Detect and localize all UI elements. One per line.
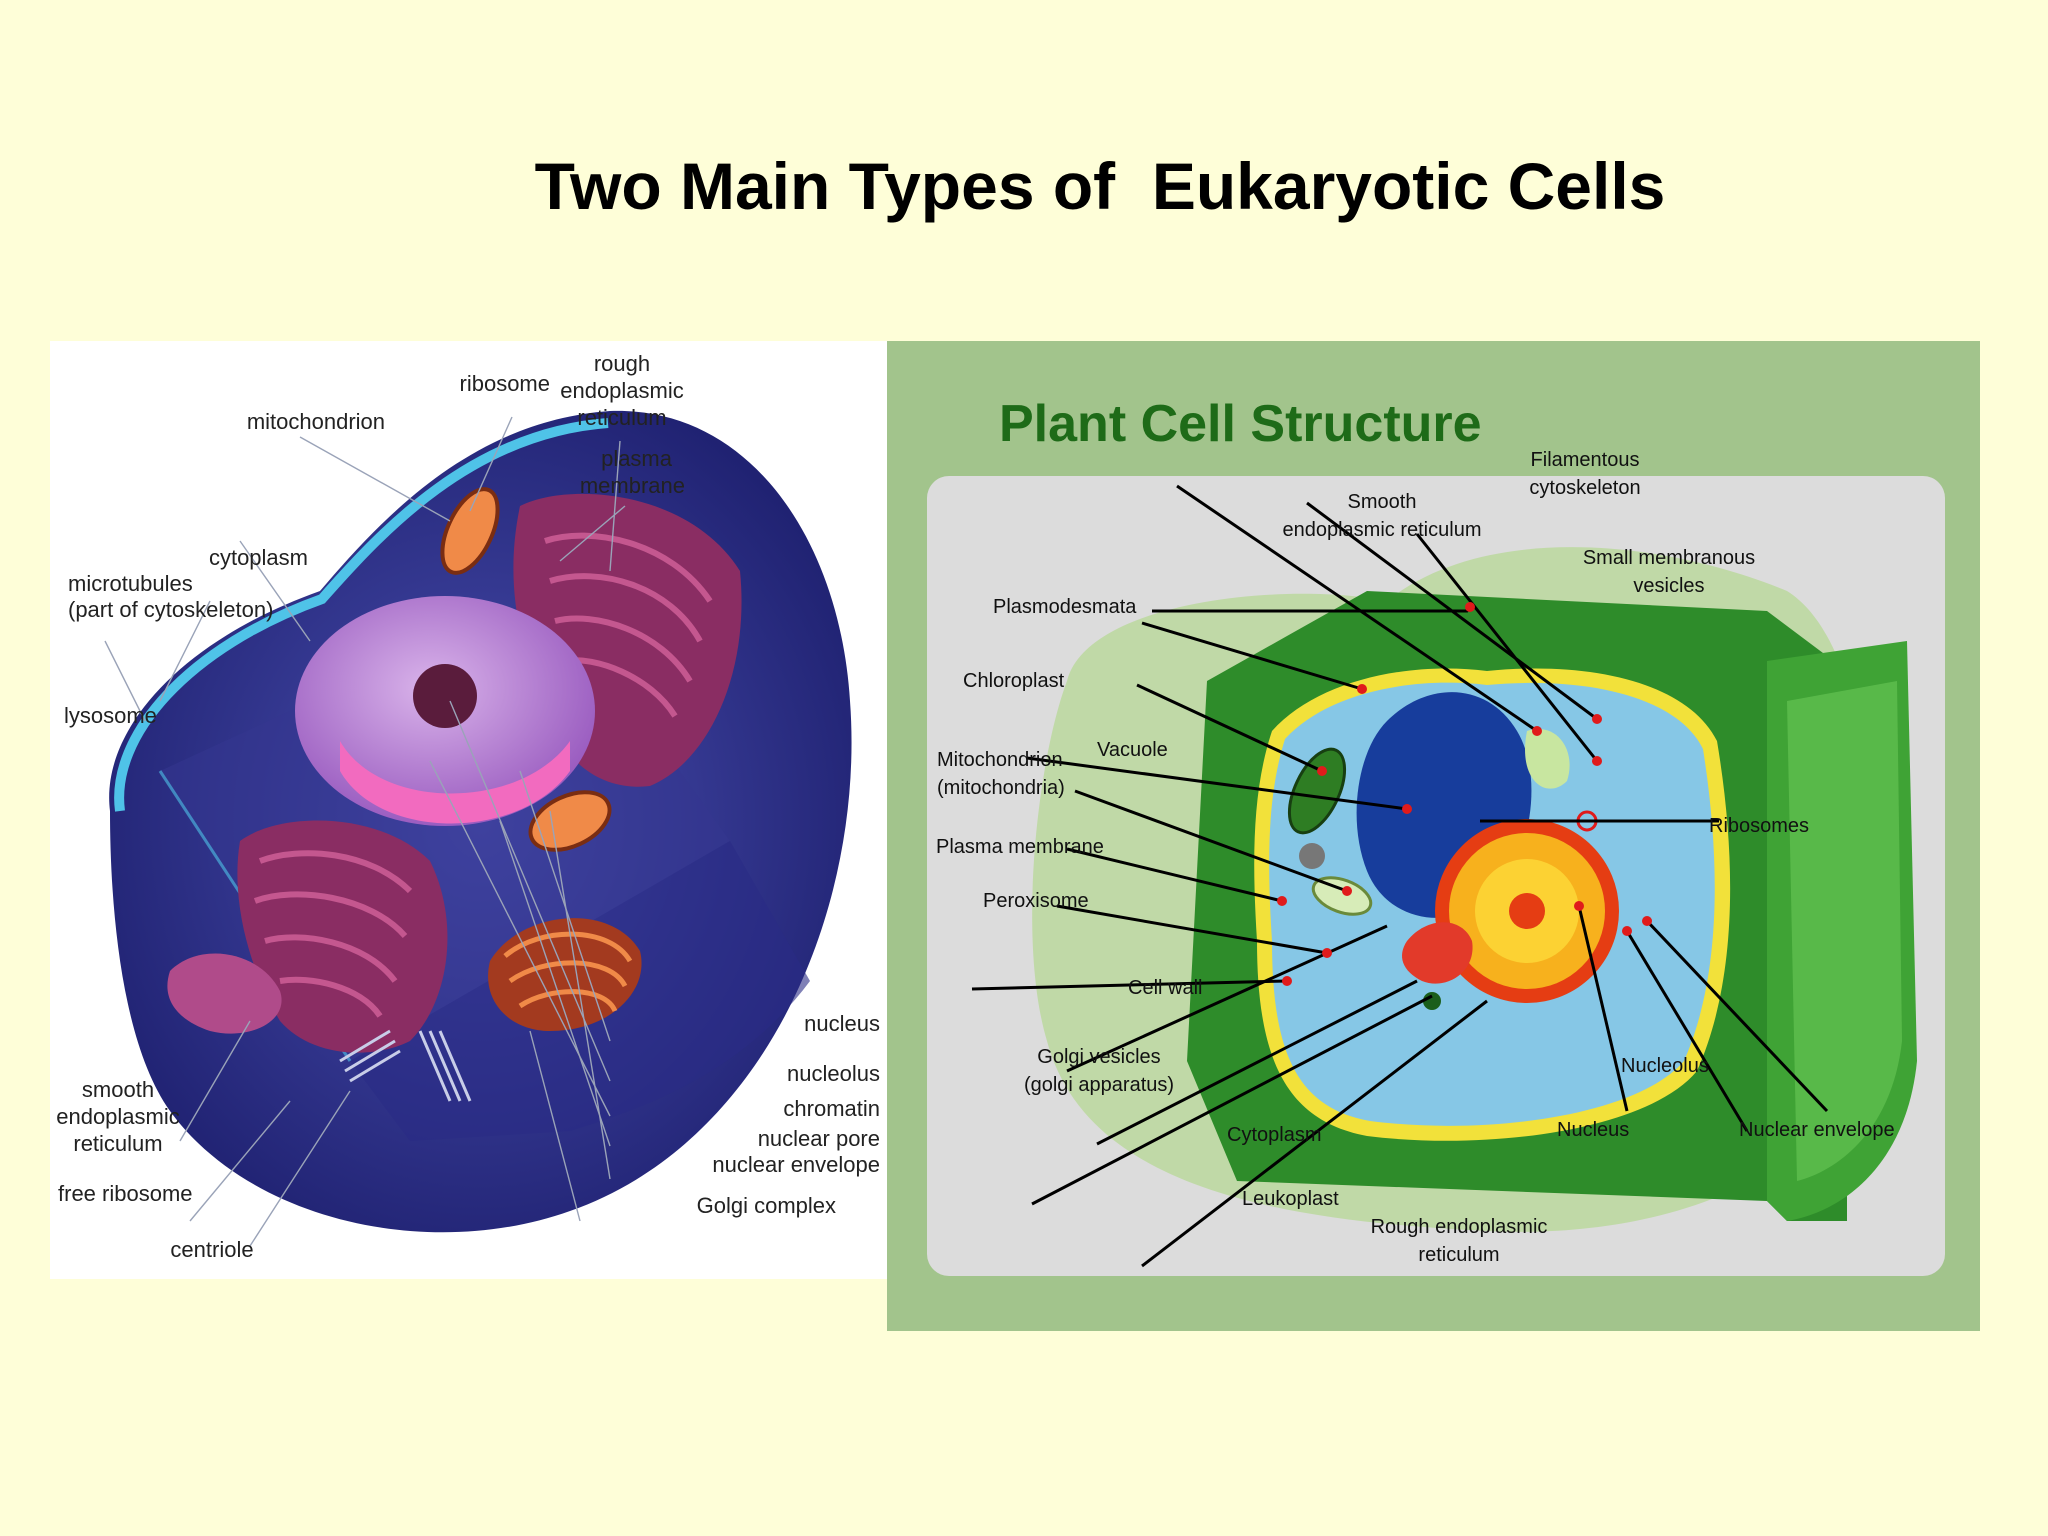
plant-label-vacuole: Vacuole [1097,739,1168,761]
rough-er-stack-left [237,820,448,1053]
animal-label-nucleolus: nucleolus [787,1061,880,1086]
slide-title: Two Main Types of Eukaryotic Cells [534,149,1666,223]
plant-label-rough-er-1: Rough endoplasmic [1371,1216,1548,1238]
nucleus [295,596,595,826]
animal-label-plasma-membrane-1: plasma [601,446,673,471]
plant-label-nucleus: Nucleus [1557,1119,1629,1141]
plant-label-nuclear-envelope: Nuclear envelope [1739,1119,1895,1141]
plant-label-small-vesicles-1: Small membranous [1583,547,1755,569]
animal-cell-diagram: rough endoplasmic reticulum plasma membr… [50,341,888,1279]
mitochondria [440,487,612,852]
centrioles [339,1029,472,1102]
animal-label-rough-er-2: endoplasmic [560,378,684,403]
animal-label-free-ribosome: free ribosome [58,1181,193,1206]
plant-label-plasmodesmata: Plasmodesmata [993,596,1137,618]
animal-label-smooth-er-2: endoplasmic [56,1104,180,1129]
animal-label-lysosome: lysosome [64,703,157,728]
nucleolus [413,664,477,728]
plant-label-nucleolus: Nucleolus [1621,1055,1709,1077]
plant-label-smooth-er-2: endoplasmic reticulum [1283,519,1482,541]
animal-label-microtubules-1: microtubules [68,571,193,596]
plant-label-mitochondrion-1: Mitochondrion [937,749,1063,771]
plant-vesicles [1525,729,1570,789]
plant-peroxisome [1299,843,1325,869]
plant-cell-diagram: Plant Cell Structure [887,341,1980,1331]
plant-label-filamentous-2: cytoskeleton [1529,477,1640,499]
plant-label-small-vesicles-2: vesicles [1633,575,1704,597]
animal-label-smooth-er-3: reticulum [73,1131,162,1156]
plant-leukoplast [1423,992,1441,1010]
plant-leader-dots [1277,602,1652,986]
animal-label-golgi-complex: Golgi complex [697,1193,836,1218]
plant-cell-illustration: Plant Cell Structure [927,395,1945,1276]
animal-leader-lines [104,416,626,1247]
animal-label-smooth-er-1: smooth [82,1077,154,1102]
animal-cell-illustration: rough endoplasmic reticulum plasma membr… [56,351,880,1262]
plant-label-filamentous-1: Filamentous [1531,449,1640,471]
plant-leader-lines [971,484,1829,1268]
plant-label-cell-wall: Cell wall [1128,977,1202,999]
animal-label-chromatin: chromatin [783,1096,880,1121]
plant-nucleus [1435,819,1619,1003]
plant-label-leukoplast: Leukoplast [1242,1188,1339,1210]
plant-label-peroxisome: Peroxisome [983,890,1089,912]
animal-label-cytoplasm: cytoplasm [209,545,308,570]
animal-label-nuclear-pore: nuclear pore [758,1126,880,1151]
animal-label-nuclear-envelope: nuclear envelope [712,1152,880,1177]
smooth-er [167,953,282,1034]
animal-label-nucleus: nucleus [804,1011,880,1036]
animal-label-rough-er-1: rough [594,351,650,376]
plant-cell-title: Plant Cell Structure [999,395,1482,453]
animal-label-centriole: centriole [170,1237,253,1262]
animal-label-mitochondrion: mitochondrion [247,409,385,434]
animal-label-plasma-membrane-2: membrane [580,473,685,498]
animal-label-microtubules-2: (part of cytoskeleton) [68,597,273,622]
plant-label-smooth-er-1: Smooth [1348,491,1417,513]
plant-label-golgi-2: (golgi apparatus) [1024,1074,1174,1096]
animal-label-rough-er-3: reticulum [577,405,666,430]
plant-label-ribosomes: Ribosomes [1709,815,1809,837]
plant-mitochondrion [1311,876,1373,916]
animal-label-ribosome: ribosome [460,371,550,396]
plant-label-cytoplasm: Cytoplasm [1227,1124,1321,1146]
plant-label-golgi-1: Golgi vesicles [1037,1046,1160,1068]
plant-label-mitochondrion-2: (mitochondria) [937,777,1065,799]
plant-label-chloroplast: Chloroplast [963,670,1065,692]
plant-label-plasma-membrane: Plasma membrane [936,836,1104,858]
plant-golgi [1402,922,1473,984]
plant-label-rough-er-2: reticulum [1418,1244,1499,1266]
